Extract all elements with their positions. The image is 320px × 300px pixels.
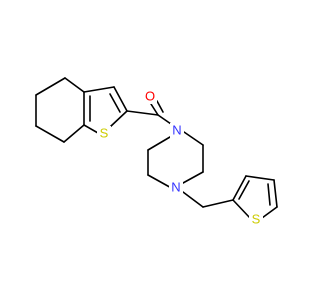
bond [126, 110, 159, 116]
bond [183, 131, 204, 146]
bond [232, 175, 247, 201]
bond [238, 180, 250, 200]
molecule-structure: O S N N S [35, 77, 278, 227]
bond [35, 77, 66, 96]
bond [64, 77, 85, 93]
bond [202, 199, 234, 208]
bond [109, 93, 121, 113]
bond [83, 124, 99, 134]
sulfur-label: S [100, 126, 109, 141]
bond [157, 114, 172, 125]
sulfur-atom-benzothiophene: S [97, 126, 111, 141]
bond [63, 124, 85, 143]
bond [150, 103, 159, 116]
bond-layer [35, 77, 278, 219]
bond [147, 136, 171, 151]
bond [267, 183, 271, 206]
sulfur-label: S [252, 212, 261, 227]
bond [273, 179, 278, 208]
bond [109, 110, 128, 128]
bond [35, 125, 65, 143]
bond [245, 175, 275, 181]
bond [156, 100, 164, 113]
bond [261, 206, 278, 219]
oxygen-atom: O [143, 89, 157, 104]
sulfur-atom-thiophene: S [249, 212, 263, 227]
bond [83, 86, 115, 93]
nitrogen-label: N [172, 123, 181, 138]
bond [182, 191, 204, 208]
nitrogen-label: N [171, 180, 180, 195]
bond [232, 199, 251, 219]
nitrogen-atom-amide: N [170, 123, 184, 138]
bond [182, 171, 204, 184]
oxygen-label: O [145, 89, 155, 104]
bond [113, 86, 128, 112]
atom-label-layer: O S N N S [97, 89, 263, 227]
nitrogen-atom-amine: N [169, 180, 183, 195]
